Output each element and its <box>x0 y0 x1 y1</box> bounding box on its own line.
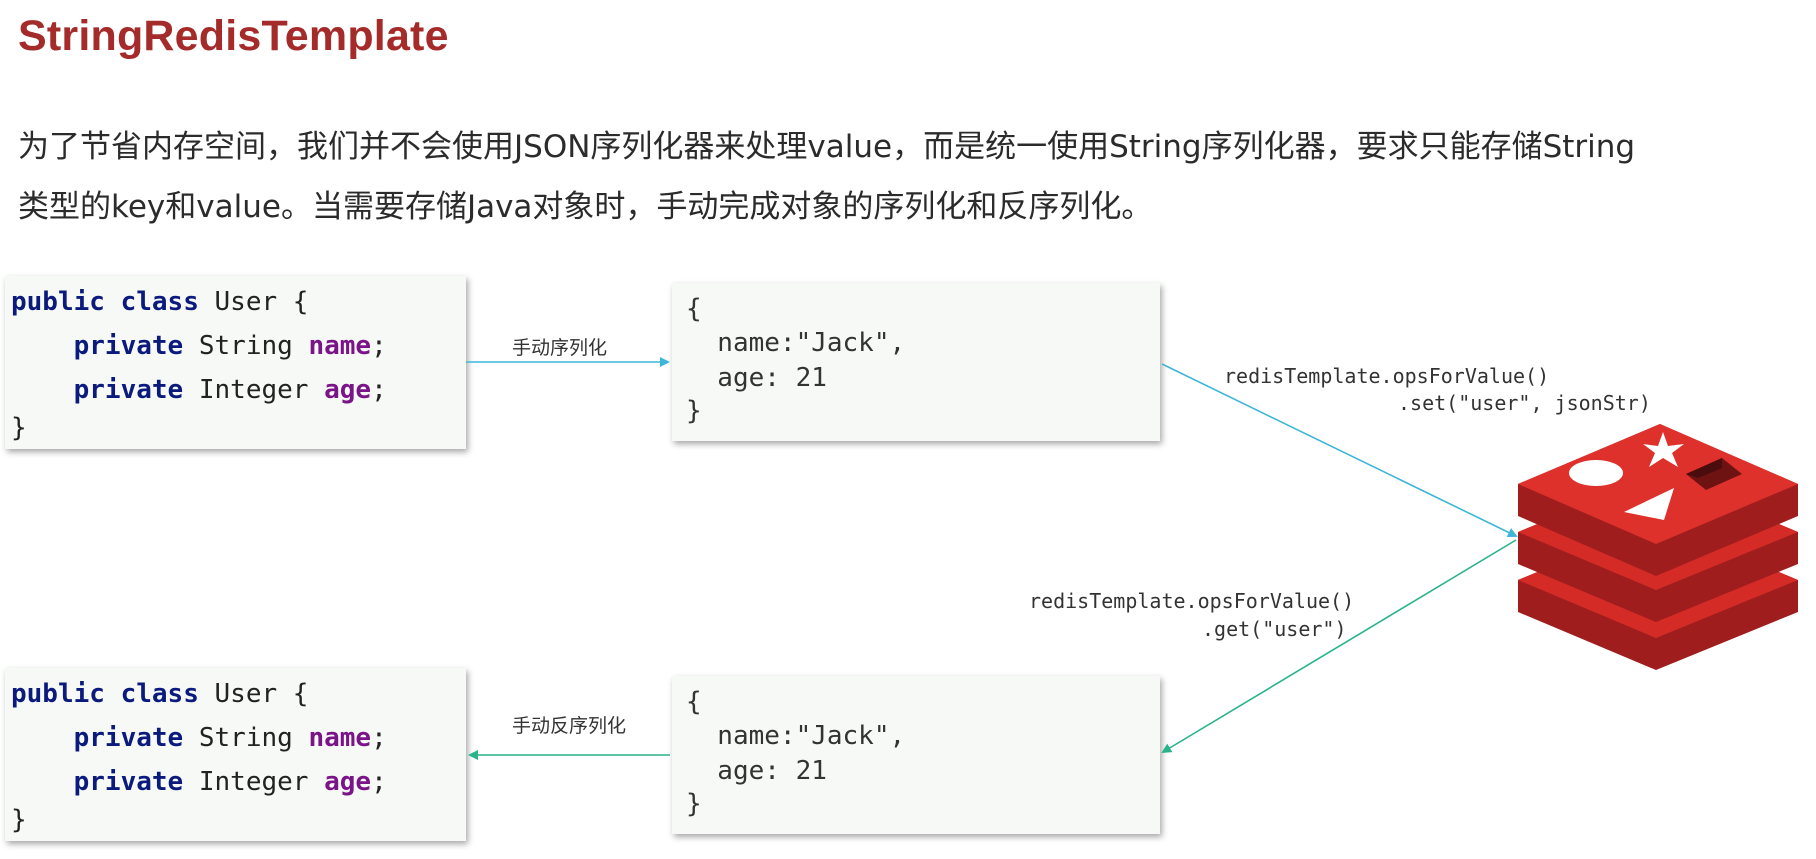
get-code-line-1: redisTemplate.opsForValue() <box>1029 589 1355 613</box>
set-arrow <box>1161 363 1518 538</box>
page-title: StringRedisTemplate <box>18 12 449 60</box>
set-code-line-2: .set("user", jsonStr) <box>1398 391 1651 415</box>
set-code-line-1: redisTemplate.opsForValue() <box>1224 364 1550 388</box>
serialize-label: 手动序列化 <box>512 337 608 359</box>
json-string-bottom: { name:"Jack", age: 21 } <box>672 676 1160 834</box>
get-arrow <box>1161 539 1517 754</box>
json-string-top: { name:"Jack", age: 21 } <box>672 283 1160 441</box>
description-line-1: 为了节省内存空间，我们并不会使用JSON序列化器来处理value，而是统一使用S… <box>18 129 1636 165</box>
redis-logo-icon <box>1518 424 1798 670</box>
user-class-code-top: public class User { private String name;… <box>5 276 466 449</box>
deserialize-label: 手动反序列化 <box>512 715 627 737</box>
get-code-line-2: .get("user") <box>1202 617 1347 641</box>
description-line-2: 类型的key和value。当需要存储Java对象时，手动完成对象的序列化和反序列… <box>18 189 1153 225</box>
user-class-code-bottom: public class User { private String name;… <box>5 668 466 841</box>
